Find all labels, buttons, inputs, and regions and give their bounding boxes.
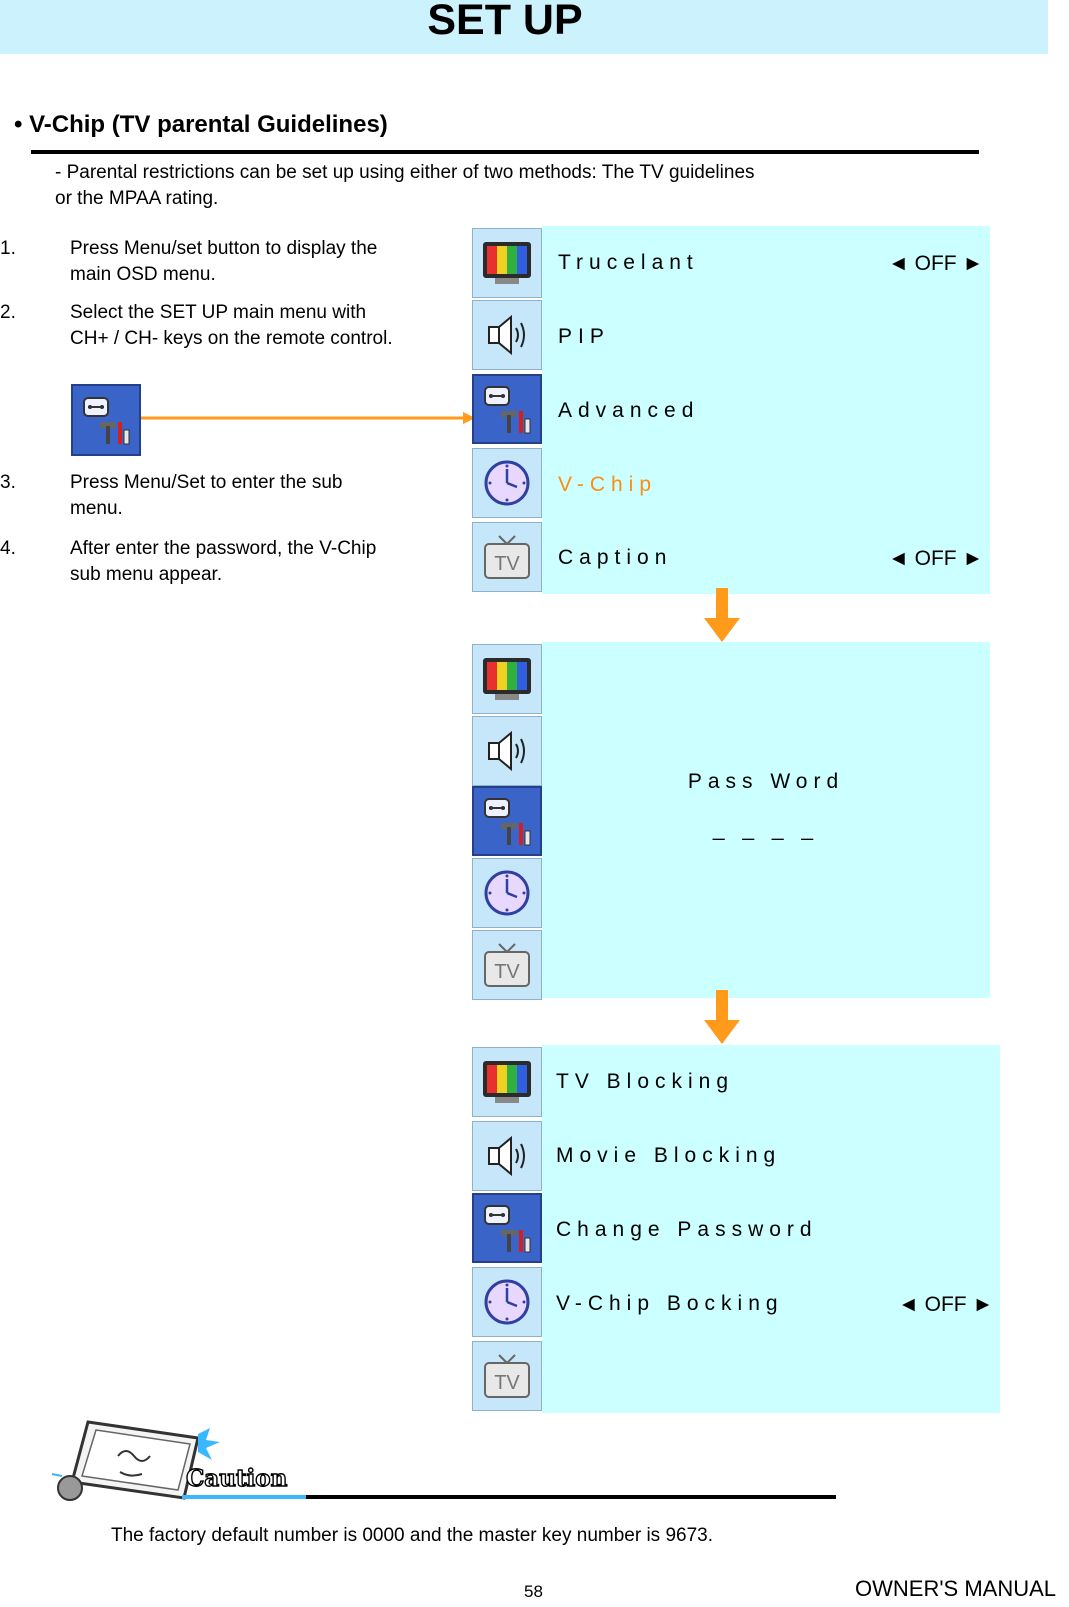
caution-text: The factory default number is 0000 and t… xyxy=(111,1525,713,1546)
page-number: 58 xyxy=(524,1582,543,1601)
caution-rule xyxy=(306,1495,836,1499)
down-arrow-icon xyxy=(704,990,740,1044)
section-heading: • V-Chip (TV parental Guidelines) xyxy=(14,111,388,138)
caution-rule-accent xyxy=(182,1495,306,1499)
clock-icon xyxy=(472,448,542,518)
menu-item-tv-blocking[interactable]: TV Blocking xyxy=(556,1070,735,1093)
speaker-icon xyxy=(472,716,542,786)
v-chip-menu xyxy=(542,1045,1000,1413)
down-arrow-icon xyxy=(704,588,740,642)
menu-item-movie-blocking[interactable]: Movie Blocking xyxy=(556,1144,782,1167)
caption-value[interactable]: ◄ OFF ► xyxy=(888,547,984,570)
caution-mascot-icon xyxy=(51,1420,220,1501)
menu-item-change-password[interactable]: Change Password xyxy=(556,1218,818,1241)
speaker-icon xyxy=(472,300,542,370)
picture-bars-icon xyxy=(472,228,542,298)
picture-bars-icon xyxy=(472,1047,542,1117)
step-text: Select the SET UP main menu with CH+ / C… xyxy=(70,302,393,349)
step-number: 2. xyxy=(0,302,16,323)
svg-text:TV: TV xyxy=(494,961,520,983)
clock-icon xyxy=(472,1267,542,1337)
menu-item-v-chip-blocking[interactable]: V-Chip Bocking xyxy=(556,1292,784,1315)
manual-label: OWNER'S MANUAL xyxy=(855,1576,1056,1601)
setup-tools-icon xyxy=(472,1193,542,1263)
step-text: After enter the password, the V-Chip sub… xyxy=(70,538,377,585)
setup-tools-icon xyxy=(472,786,542,856)
speaker-icon xyxy=(472,1121,542,1191)
tv-icon: TV xyxy=(472,522,542,592)
clock-icon xyxy=(472,858,542,928)
menu-item-trucelant[interactable]: Trucelant xyxy=(558,251,699,274)
setup-tools-icon xyxy=(472,374,542,444)
tv-icon: TV xyxy=(472,930,542,1000)
menu-item-pip[interactable]: PIP xyxy=(558,325,610,348)
connector-arrow xyxy=(141,412,475,424)
step-text: Press Menu/set button to display the mai… xyxy=(70,238,378,285)
menu-item-advanced[interactable]: Advanced xyxy=(558,399,700,422)
password-input[interactable]: _ _ _ _ xyxy=(712,818,820,841)
tv-icon: TV xyxy=(472,1341,542,1411)
step-number: 3. xyxy=(0,472,16,493)
trucelant-value[interactable]: ◄ OFF ► xyxy=(888,252,984,275)
picture-bars-icon xyxy=(472,644,542,714)
caution-label: Caution xyxy=(185,1464,288,1492)
step-text: Press Menu/Set to enter the sub menu. xyxy=(70,472,343,519)
page-header xyxy=(0,0,1048,54)
heading-rule xyxy=(31,150,979,154)
page-title: SET UP xyxy=(427,0,583,44)
setup-tools-icon xyxy=(71,384,141,456)
svg-text:TV: TV xyxy=(494,553,520,575)
menu-item-caption[interactable]: Caption xyxy=(558,546,673,569)
svg-text:TV: TV xyxy=(494,1372,520,1394)
osd-setup-menu xyxy=(542,226,990,594)
step-number: 4. xyxy=(0,538,16,559)
password-title: Pass Word xyxy=(687,770,845,793)
password-menu xyxy=(542,642,990,998)
menu-item-v-chip[interactable]: V-Chip xyxy=(558,473,658,496)
v-chip-blocking-value[interactable]: ◄ OFF ► xyxy=(898,1293,994,1316)
intro-text: - Parental restrictions can be set up us… xyxy=(55,162,755,209)
step-number: 1. xyxy=(0,238,16,259)
